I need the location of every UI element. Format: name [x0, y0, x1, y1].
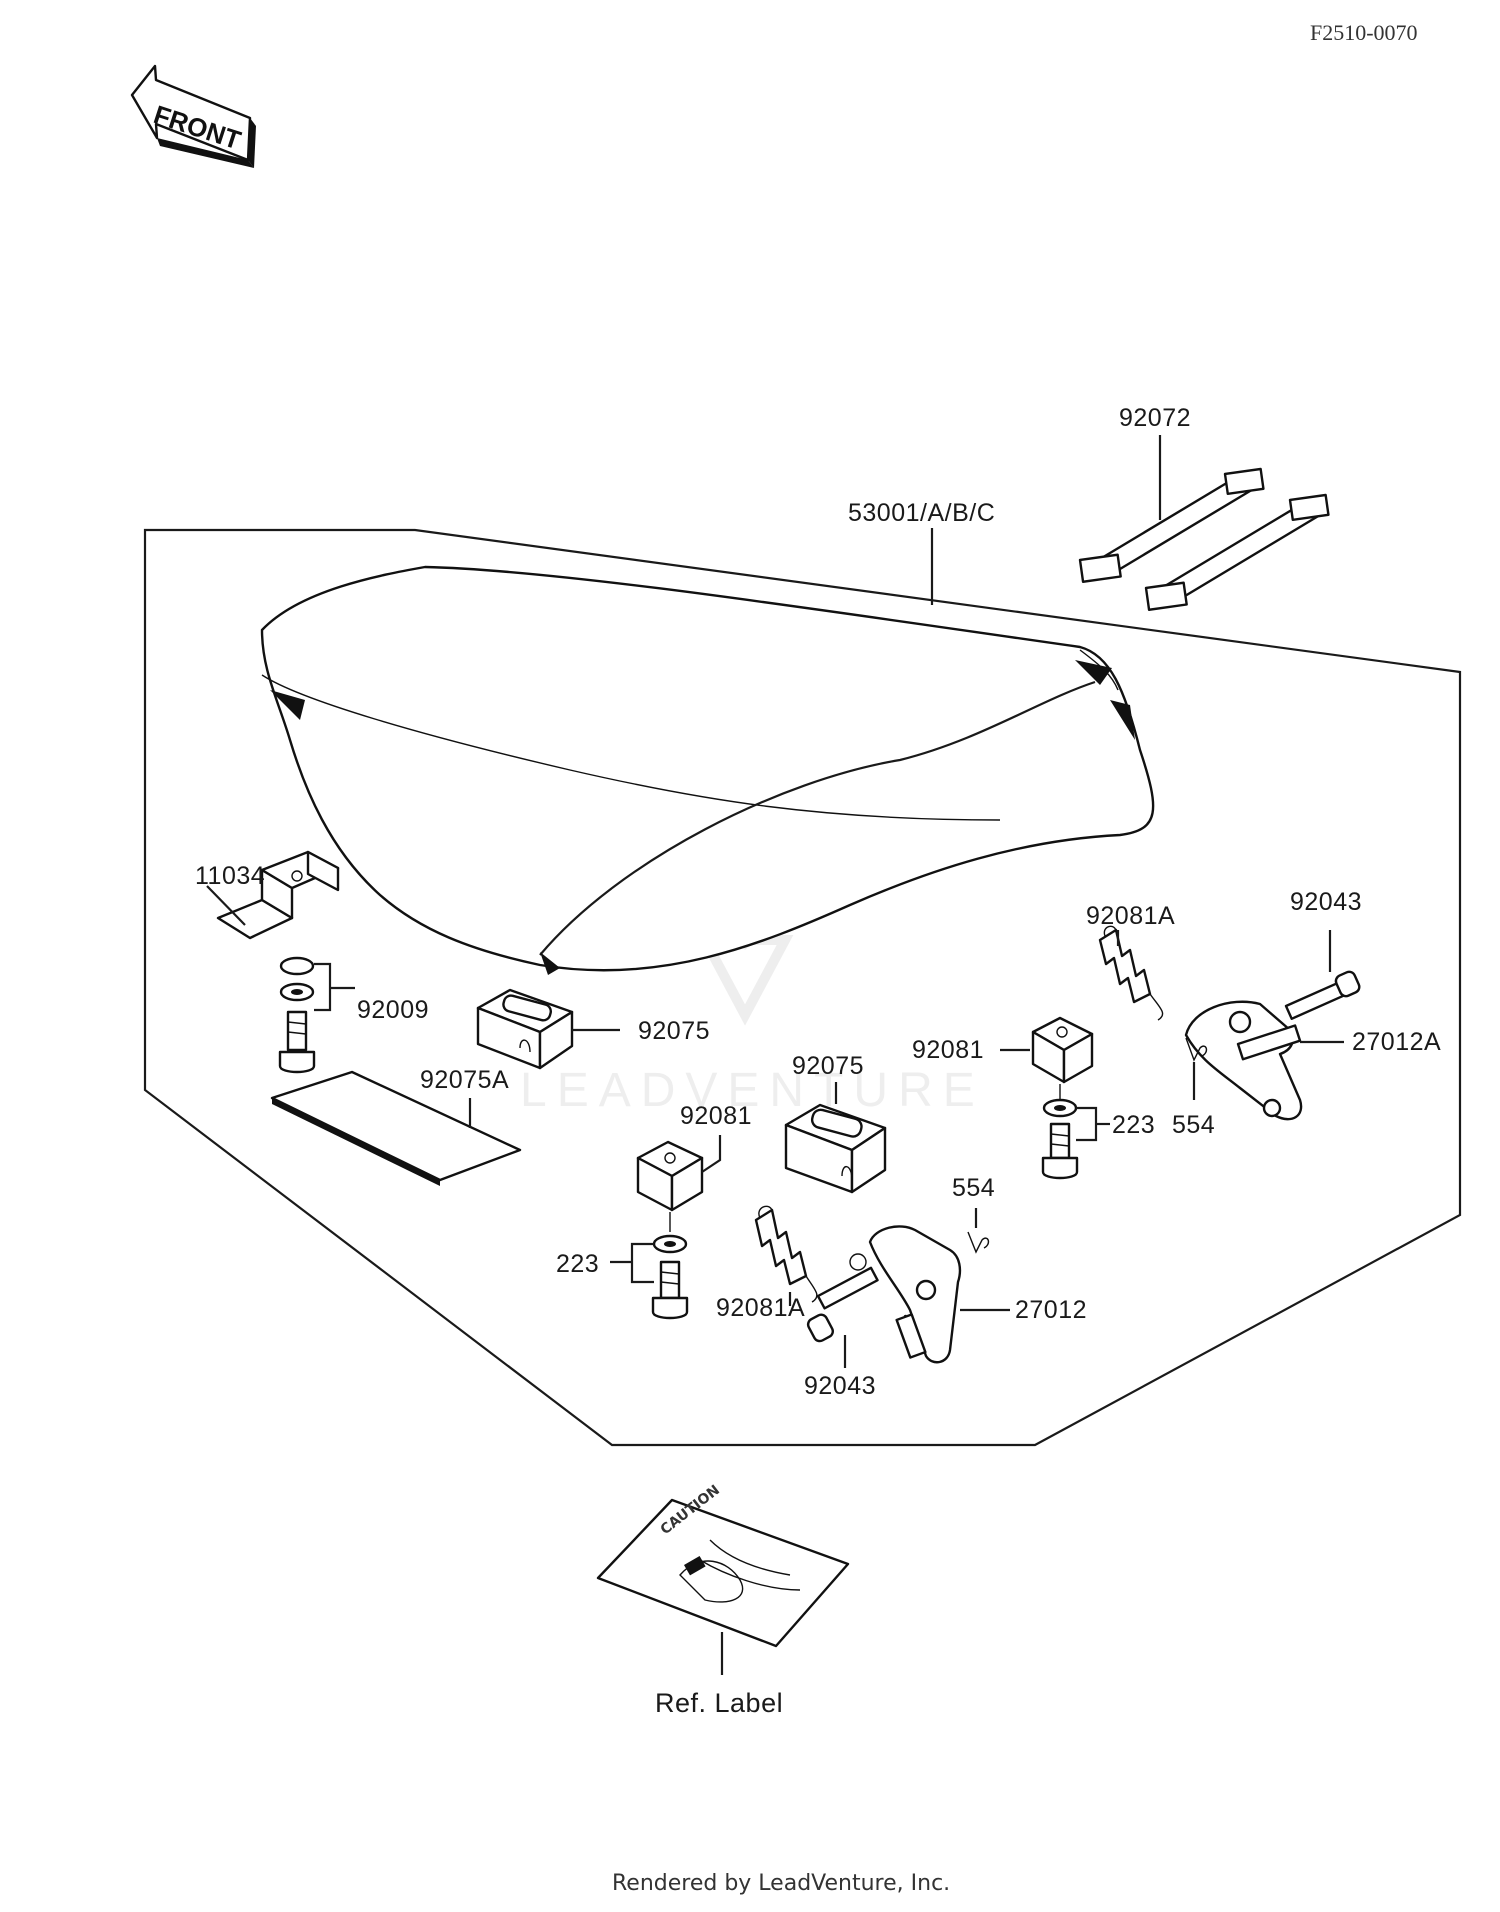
watermark-text: LEADVENTURE	[520, 1064, 985, 1117]
clip-554-right	[1185, 1037, 1208, 1062]
label-223-left: 223	[556, 1250, 599, 1278]
diagram-code: F2510-0070	[1310, 20, 1418, 45]
cushion-92075-left	[476, 988, 574, 1070]
cushion-92075-center	[784, 1103, 887, 1194]
washer-bolt-223-left	[651, 1212, 689, 1320]
label-554-right: 554	[1172, 1111, 1215, 1139]
label-223-right: 223	[1112, 1111, 1155, 1139]
label-27012a: 27012A	[1352, 1028, 1441, 1056]
label-92075-left: 92075	[638, 1017, 710, 1045]
label-92081-right: 92081	[912, 1036, 984, 1064]
label-554-left: 554	[952, 1174, 995, 1202]
label-27012: 27012	[1015, 1296, 1087, 1324]
label-53001: 53001/A/B/C	[848, 499, 995, 527]
bracket-11034	[216, 850, 340, 940]
washers-bolt-92009	[278, 956, 316, 1074]
watermark-logo: LEADVENTURE	[520, 860, 985, 1117]
ref-label-card: CAUTION	[596, 1482, 850, 1648]
bracket-92081-right	[1031, 1016, 1094, 1084]
label-92043-left: 92043	[804, 1372, 876, 1400]
pin-92043-left	[806, 1266, 879, 1343]
clip-554-left	[967, 1231, 990, 1254]
kit-outline	[143, 528, 1462, 1447]
label-11034: 11034	[195, 862, 265, 890]
label-92081-left: 92081	[680, 1102, 752, 1130]
plate-27012	[849, 1225, 962, 1364]
seat	[260, 565, 1155, 975]
bracket-92081-left	[636, 1140, 704, 1212]
label-92081a-left: 92081A	[716, 1294, 805, 1322]
label-92081a-right: 92081A	[1086, 902, 1175, 930]
footer-credit: Rendered by LeadVenture, Inc.	[612, 1871, 950, 1896]
front-arrow-icon: FRONT	[130, 64, 256, 168]
plate-27012a	[1184, 1000, 1303, 1121]
spring-92081a-right	[1098, 925, 1164, 1021]
label-92009: 92009	[357, 996, 429, 1024]
strap-92072	[1078, 467, 1330, 611]
label-ref: Ref. Label	[655, 1688, 783, 1718]
label-92043-right: 92043	[1290, 888, 1362, 916]
label-92075-center: 92075	[792, 1052, 864, 1080]
label-92075a: 92075A	[420, 1066, 509, 1094]
pin-92043-right	[1284, 970, 1361, 1020]
pad-92075a	[270, 1070, 522, 1186]
washer-bolt-223-right	[1041, 1084, 1079, 1180]
label-92072: 92072	[1119, 404, 1191, 432]
spring-92081a-left	[754, 1205, 818, 1303]
